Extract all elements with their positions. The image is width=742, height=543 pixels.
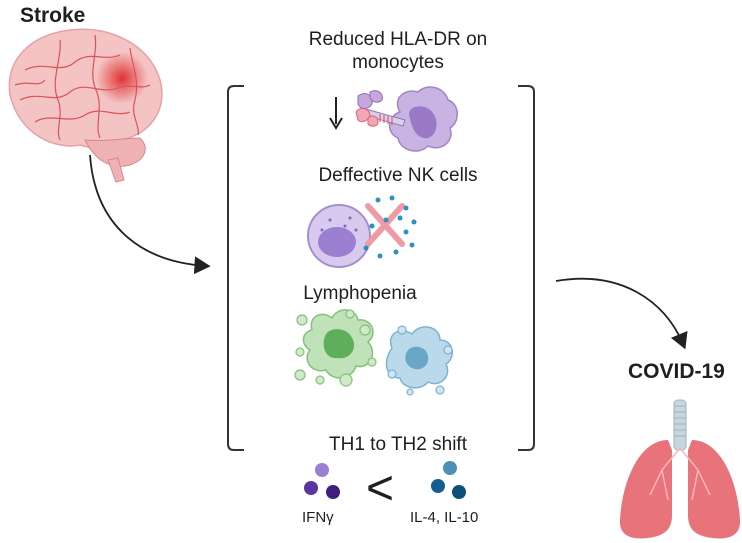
hla-label-line1: Reduced HLA-DR on xyxy=(308,29,488,50)
right-bracket xyxy=(518,85,535,451)
monocyte-icon xyxy=(355,86,458,152)
nk-cell-icon xyxy=(307,204,371,268)
covid-label: COVID-19 xyxy=(628,360,725,383)
granules-icon xyxy=(363,195,417,259)
il-label: IL-4, IL-10 xyxy=(410,509,479,526)
ifn-cytokine-icon xyxy=(304,463,340,499)
ifn-label: IFNγ xyxy=(302,509,334,526)
lungs-icon xyxy=(619,399,741,539)
lymphocyte-icon xyxy=(294,309,377,387)
nk-label: Deffective NK cells xyxy=(318,165,478,186)
hla-label-line2: monocytes xyxy=(352,52,444,73)
lymphopenia-label: Lymphopenia xyxy=(303,283,417,304)
lymphocyte-icon xyxy=(385,325,453,396)
left-bracket xyxy=(227,85,244,451)
th-shift-label: TH1 to TH2 shift xyxy=(329,434,467,455)
brain-icon xyxy=(8,28,163,183)
less-than-symbol: < xyxy=(366,462,395,515)
cross-icon xyxy=(365,203,405,247)
stroke-label: Stroke xyxy=(20,4,86,27)
decrease-arrow xyxy=(329,97,343,130)
il-cytokine-icon xyxy=(431,461,466,499)
stroke-to-box-arrow xyxy=(89,154,211,275)
box-to-covid-arrow xyxy=(555,277,688,350)
